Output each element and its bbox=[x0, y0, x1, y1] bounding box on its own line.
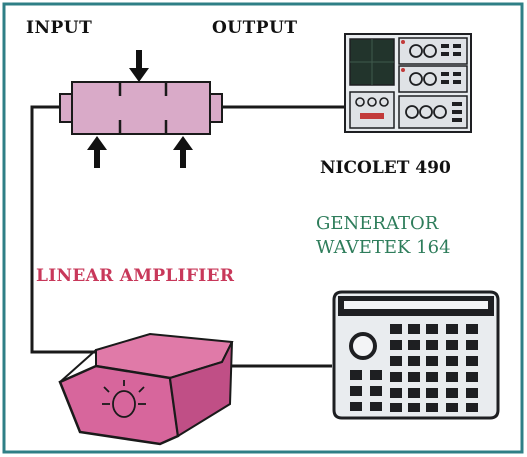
input-label: INPUT bbox=[26, 18, 93, 38]
amplifier-label: LINEAR AMPLIFIER bbox=[36, 266, 235, 286]
load-arrow-top bbox=[129, 50, 149, 82]
output-label: OUTPUT bbox=[212, 18, 298, 38]
oscilloscope-label: NICOLET 490 bbox=[320, 158, 451, 178]
amplifier-box-icon bbox=[58, 332, 234, 446]
sample-body bbox=[71, 81, 211, 135]
load-arrow-bottom-left bbox=[87, 136, 107, 168]
sample-holder bbox=[59, 50, 223, 168]
amplifier-side bbox=[168, 341, 233, 438]
generator-label-line1: GENERATOR bbox=[316, 213, 439, 234]
amplifier-front bbox=[58, 364, 180, 446]
load-arrow-bottom-right bbox=[173, 136, 193, 168]
oscilloscope-icon bbox=[344, 33, 472, 133]
signal-generator-icon bbox=[332, 290, 500, 420]
generator-label-line2: WAVETEK 164 bbox=[316, 237, 451, 258]
generator-label: GENERATOR WAVETEK 164 bbox=[316, 212, 451, 260]
generator-keypad bbox=[350, 324, 478, 412]
generator-dial bbox=[349, 332, 377, 360]
frame-border bbox=[2, 2, 524, 454]
amplifier-indicator-icon bbox=[102, 380, 146, 418]
wires bbox=[30, 105, 345, 368]
wire-sample-to-amplifier bbox=[30, 105, 96, 354]
